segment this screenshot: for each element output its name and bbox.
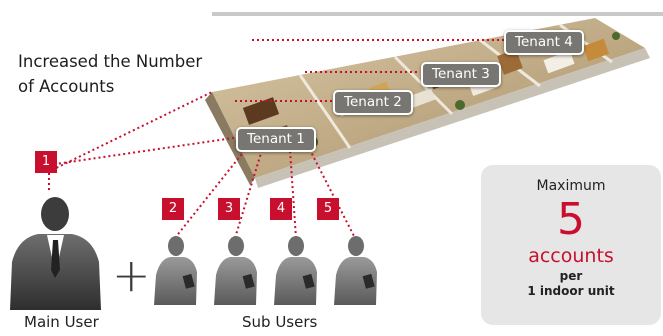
heading-line-1: Increased the Number — [18, 52, 203, 71]
maximum-unit: accounts — [528, 245, 614, 267]
badge-1: 1 — [35, 151, 57, 173]
tenant-tag-2: Tenant 2 — [333, 90, 413, 115]
plus-sign: + — [112, 248, 151, 302]
main-user-figure — [10, 197, 101, 310]
heading-line-2: of Accounts — [18, 77, 115, 96]
tenant-tag-1: Tenant 1 — [236, 127, 316, 152]
main-user-label: Main User — [24, 313, 99, 331]
top-divider — [212, 12, 663, 16]
maximum-number: 5 — [557, 194, 585, 245]
badge-5: 5 — [317, 198, 339, 220]
tenant-tag-3: Tenant 3 — [421, 62, 501, 87]
maximum-indoor-unit: 1 indoor unit — [527, 284, 615, 298]
maximum-title: Maximum — [536, 178, 606, 194]
badge-3: 3 — [218, 198, 240, 220]
maximum-per: per — [559, 269, 583, 283]
maximum-accounts-box: Maximum 5 accounts per 1 indoor unit — [481, 165, 661, 325]
sub-user-figures — [154, 236, 377, 305]
diagram-heading: Increased the Number of Accounts — [18, 49, 238, 99]
badge-2: 2 — [162, 198, 184, 220]
badge-4: 4 — [270, 198, 292, 220]
sub-users-label: Sub Users — [242, 313, 318, 331]
tenant-tag-4: Tenant 4 — [504, 30, 584, 55]
